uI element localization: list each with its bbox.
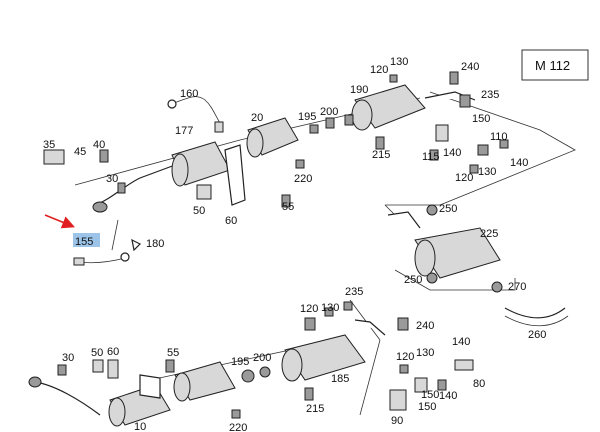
part-label[interactable]: 140 bbox=[510, 157, 528, 169]
part-label[interactable]: 150 bbox=[418, 401, 436, 413]
model-box bbox=[521, 49, 589, 81]
part-label[interactable]: 195 bbox=[298, 111, 316, 123]
part-label[interactable]: 250 bbox=[439, 203, 457, 215]
catalyst-20-end bbox=[246, 128, 264, 158]
highlight-box-155 bbox=[73, 233, 100, 247]
middle-muffler-end bbox=[414, 239, 436, 277]
part-label[interactable]: 115 bbox=[422, 151, 440, 163]
oxygen-sensor-155 bbox=[77, 257, 126, 264]
part-label[interactable]: 180 bbox=[146, 238, 164, 250]
part-label[interactable]: 200 bbox=[253, 352, 271, 364]
part-label[interactable]: 140 bbox=[439, 390, 457, 402]
part-label[interactable]: 50 bbox=[91, 347, 103, 359]
clamp-270 bbox=[491, 281, 503, 293]
part-label[interactable]: 220 bbox=[229, 422, 247, 432]
part-label[interactable]: 130 bbox=[416, 347, 434, 359]
part-label[interactable]: 140 bbox=[452, 336, 470, 348]
clip-180 bbox=[131, 238, 142, 252]
part-label[interactable]: 220 bbox=[294, 173, 312, 185]
part-label[interactable]: 120 bbox=[396, 351, 414, 363]
part-label[interactable]: 200 bbox=[320, 106, 338, 118]
part-label[interactable]: 120 bbox=[370, 64, 388, 76]
part-label[interactable]: 250 bbox=[404, 274, 422, 286]
part-label[interactable]: 195 bbox=[231, 356, 249, 368]
part-label[interactable]: 55 bbox=[282, 201, 294, 213]
part-label-highlighted[interactable]: 155 bbox=[75, 236, 93, 248]
lower-tailpipe bbox=[354, 319, 386, 336]
upper-front-pipe bbox=[94, 164, 176, 206]
part-label[interactable]: 190 bbox=[350, 84, 368, 96]
model-label: M 112 bbox=[535, 58, 570, 73]
part-label[interactable]: 130 bbox=[478, 166, 496, 178]
part-label[interactable]: 120 bbox=[455, 172, 473, 184]
part-label[interactable]: 120 bbox=[300, 303, 318, 315]
part-label[interactable]: 30 bbox=[62, 352, 74, 364]
part-label[interactable]: 140 bbox=[443, 147, 461, 159]
oxygen-sensor-155-plug bbox=[120, 252, 130, 262]
oxygen-sensor-155-body bbox=[73, 257, 85, 266]
part-label[interactable]: 35 bbox=[43, 139, 55, 151]
part-label[interactable]: 215 bbox=[306, 403, 324, 415]
part-label[interactable]: 50 bbox=[193, 205, 205, 217]
part-label[interactable]: 150 bbox=[472, 113, 490, 125]
part-label[interactable]: 270 bbox=[508, 281, 526, 293]
hardware-lower bbox=[57, 301, 474, 419]
part-label[interactable]: 260 bbox=[528, 329, 546, 341]
part-label[interactable]: 30 bbox=[106, 173, 118, 185]
upper-cat-bracket bbox=[224, 144, 246, 206]
part-label[interactable]: 160 bbox=[180, 88, 198, 100]
clamp-250a bbox=[426, 204, 438, 216]
oxygen-sensor-upper bbox=[167, 96, 221, 124]
part-label[interactable]: 185 bbox=[331, 373, 349, 385]
hardware-upper bbox=[43, 71, 509, 208]
lower-cat-10-end bbox=[108, 397, 126, 427]
part-label[interactable]: 130 bbox=[390, 56, 408, 68]
part-label[interactable]: 240 bbox=[416, 320, 434, 332]
upper-cat-end bbox=[171, 153, 189, 187]
tailpipe-260 bbox=[504, 307, 566, 319]
part-label[interactable]: 60 bbox=[107, 346, 119, 358]
part-label[interactable]: 60 bbox=[225, 215, 237, 227]
part-label[interactable]: 55 bbox=[167, 347, 179, 359]
part-label[interactable]: 177 bbox=[175, 125, 193, 137]
part-label[interactable]: 235 bbox=[345, 286, 363, 298]
part-label[interactable]: 45 bbox=[74, 146, 86, 158]
part-labels: 120 130 240 190 235 160 177 20 195 200 1… bbox=[43, 56, 546, 432]
upper-cat-inlet bbox=[92, 201, 108, 213]
part-label[interactable]: 40 bbox=[93, 139, 105, 151]
lower-front-pipe bbox=[34, 381, 101, 416]
part-label[interactable]: 130 bbox=[321, 302, 339, 314]
muffler-190-end bbox=[351, 99, 373, 131]
oxygen-sensor-tip bbox=[214, 121, 224, 133]
oxygen-sensor-connector bbox=[167, 99, 177, 109]
part-label[interactable]: 20 bbox=[251, 112, 263, 124]
part-label[interactable]: 10 bbox=[134, 421, 146, 432]
lower-pipe-inlet bbox=[28, 376, 42, 388]
tailpipe-260-outline bbox=[504, 315, 569, 327]
part-label[interactable]: 110 bbox=[490, 131, 508, 143]
part-label[interactable]: 150 bbox=[421, 389, 439, 401]
part-label[interactable]: 235 bbox=[481, 89, 499, 101]
lower-cat-2-end bbox=[173, 372, 191, 402]
part-label[interactable]: 225 bbox=[480, 228, 498, 240]
clamp-250b bbox=[426, 272, 438, 284]
muffler-185-end bbox=[281, 348, 303, 382]
part-label[interactable]: 80 bbox=[473, 378, 485, 390]
lower-bracket bbox=[139, 374, 161, 399]
part-label[interactable]: 90 bbox=[391, 415, 403, 427]
part-label[interactable]: 240 bbox=[461, 61, 479, 73]
red-arrow bbox=[44, 214, 75, 229]
leader-line-155 bbox=[111, 219, 119, 251]
part-label[interactable]: 215 bbox=[372, 149, 390, 161]
middle-muffler-pipe bbox=[387, 211, 421, 229]
